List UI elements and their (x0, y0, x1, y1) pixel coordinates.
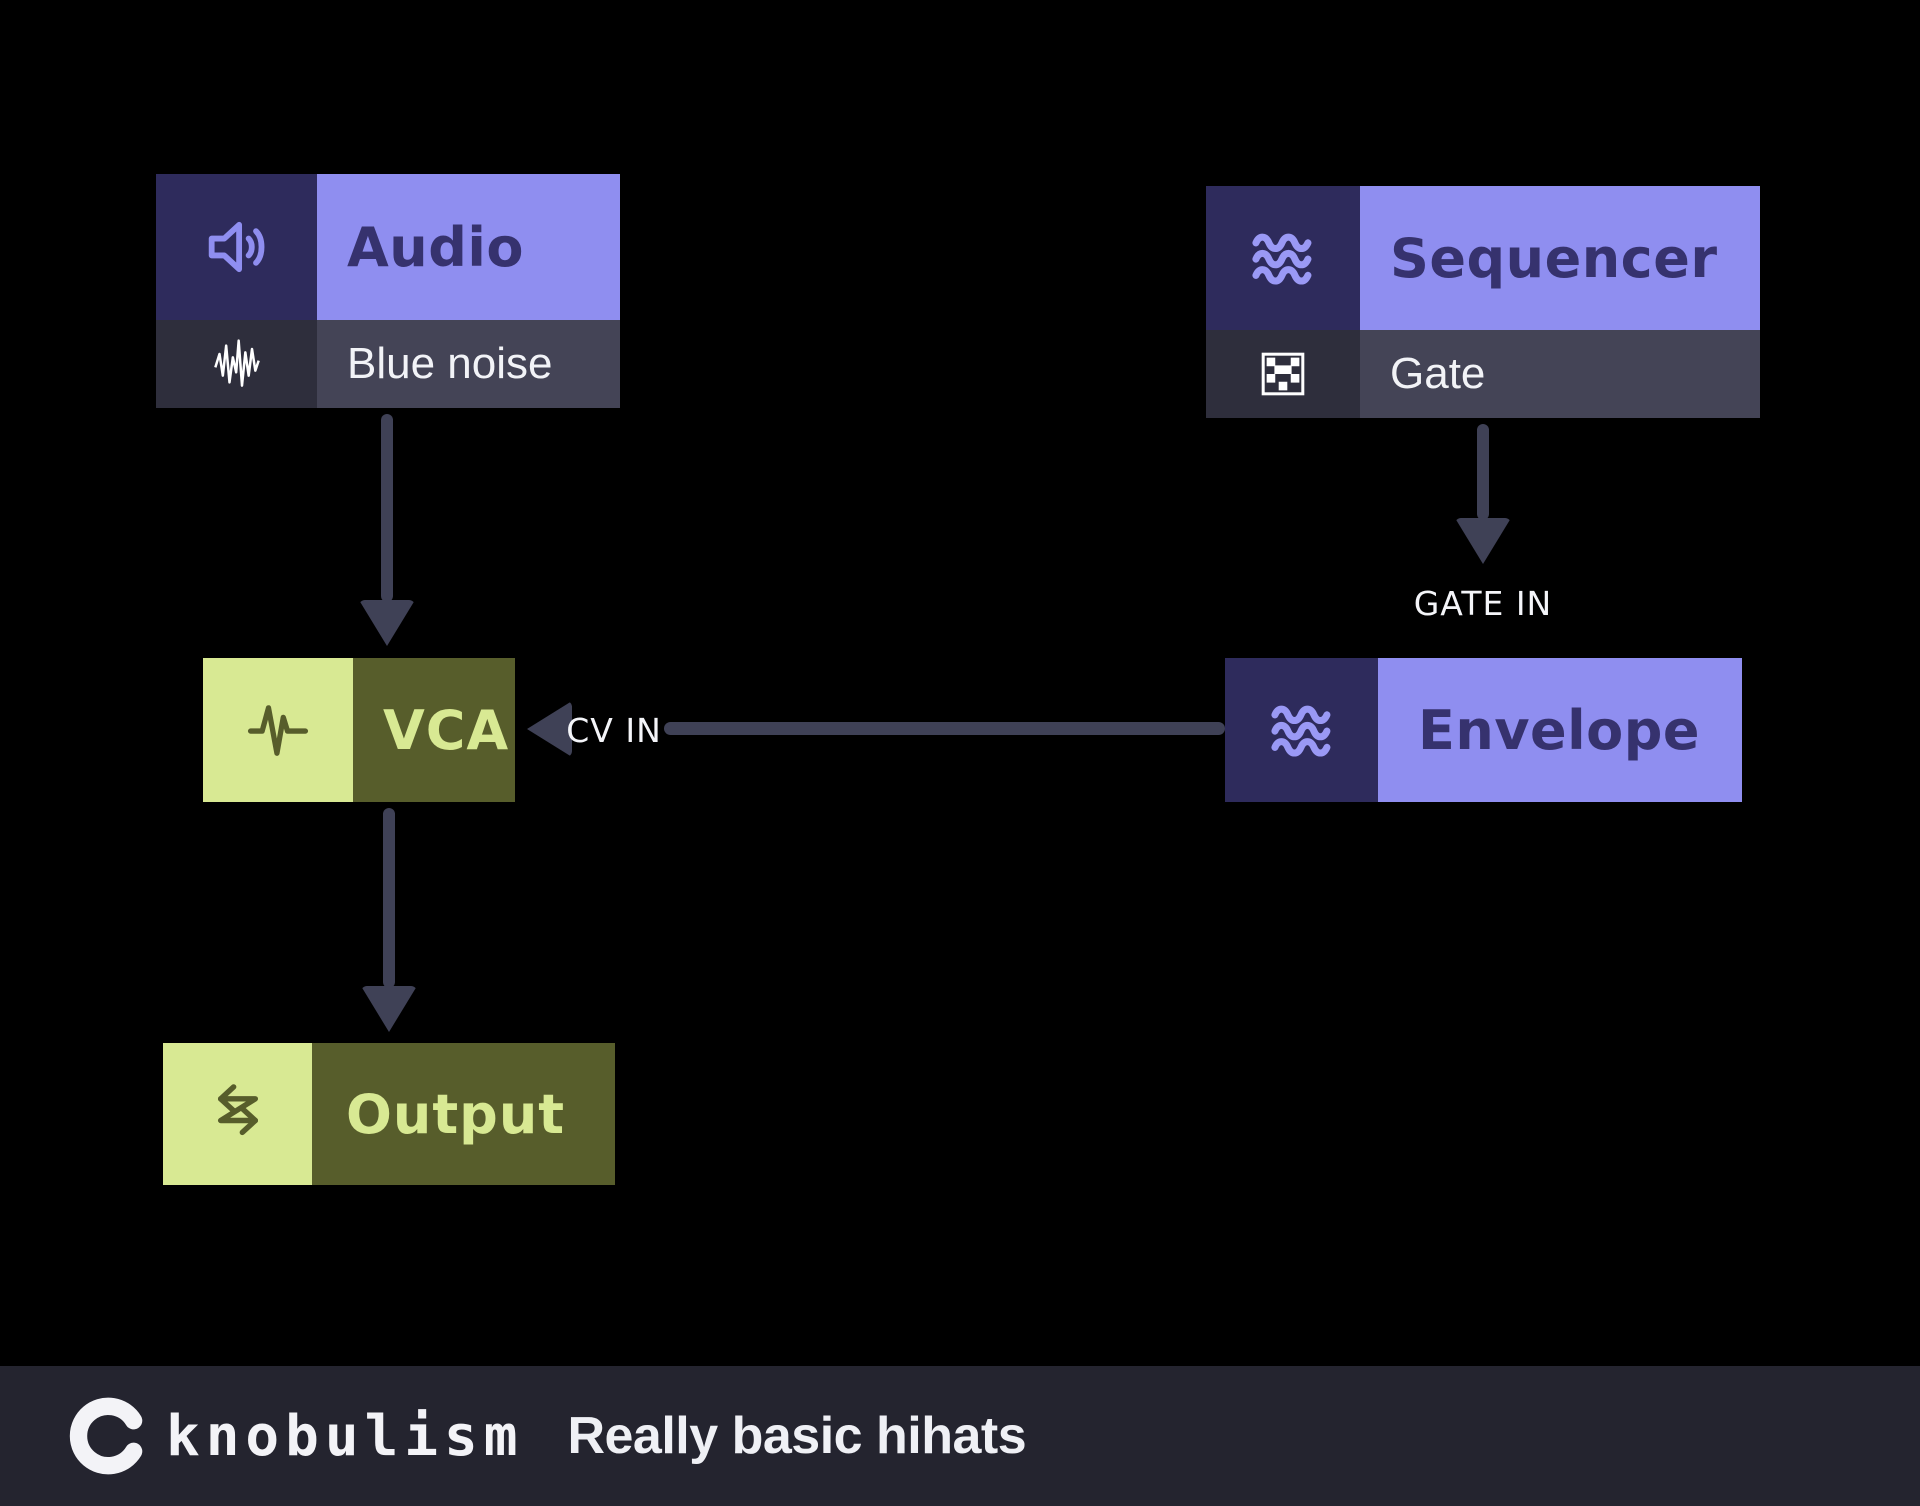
node-output-title: Output (346, 1082, 566, 1146)
node-audio-title-cell: Audio (317, 174, 620, 320)
node-sequencer-subtitle-cell: Gate (1360, 330, 1760, 418)
node-sequencer-header: Sequencer (1206, 186, 1760, 330)
arrowhead-vca-output (361, 986, 417, 1032)
node-output-header: Output (163, 1043, 615, 1185)
node-audio-subtitle-cell: Blue noise (317, 320, 620, 408)
node-envelope[interactable]: Envelope (1225, 658, 1742, 802)
node-sequencer[interactable]: Sequencer Ga (1206, 186, 1760, 418)
brand-wordmark: knobulism (166, 1403, 524, 1469)
arrowhead-envelope-vca (527, 701, 572, 757)
node-vca[interactable]: VCA (203, 658, 515, 802)
node-envelope-title: Envelope (1418, 698, 1701, 762)
node-sequencer-subrow[interactable]: Gate (1206, 330, 1760, 418)
node-sequencer-subtitle: Gate (1390, 349, 1486, 398)
connector-vca-output (383, 808, 395, 988)
connector-envelope-vca (664, 722, 1225, 735)
knob-logo-icon (64, 1392, 152, 1480)
cv-in-label: CV IN (566, 711, 662, 750)
node-audio-subrow[interactable]: Blue noise (156, 320, 620, 408)
brand[interactable]: knobulism (64, 1392, 523, 1480)
node-audio-subtitle: Blue noise (347, 339, 553, 388)
node-audio[interactable]: Audio Blue noise (156, 174, 620, 408)
node-sequencer-title-cell: Sequencer (1360, 186, 1760, 330)
speaker-icon (156, 174, 317, 320)
node-sequencer-title: Sequencer (1390, 226, 1718, 290)
pulse-icon (203, 658, 353, 802)
node-vca-title: VCA (383, 698, 510, 762)
node-output-title-cell: Output (312, 1043, 615, 1185)
waves-icon (1206, 186, 1360, 330)
node-audio-title: Audio (347, 215, 524, 279)
gate-in-label: GATE IN (1413, 584, 1553, 623)
node-output[interactable]: Output (163, 1043, 615, 1185)
arrowhead-gate-envelope (1455, 518, 1511, 564)
node-vca-title-cell: VCA (353, 658, 515, 802)
waves-icon (1225, 658, 1378, 802)
waveform-icon (156, 320, 317, 408)
connector-audio-vca (381, 414, 393, 602)
connector-gate-envelope (1477, 424, 1489, 520)
footer-bar: knobulism Really basic hihats (0, 1366, 1920, 1506)
pattern-icon (1206, 330, 1360, 418)
node-vca-header: VCA (203, 658, 515, 802)
node-envelope-header: Envelope (1225, 658, 1742, 802)
transfer-icon (163, 1043, 312, 1185)
node-audio-header: Audio (156, 174, 620, 320)
patch-title: Really basic hihats (567, 1407, 1027, 1465)
arrowhead-audio-vca (359, 600, 415, 646)
node-envelope-title-cell: Envelope (1378, 658, 1742, 802)
